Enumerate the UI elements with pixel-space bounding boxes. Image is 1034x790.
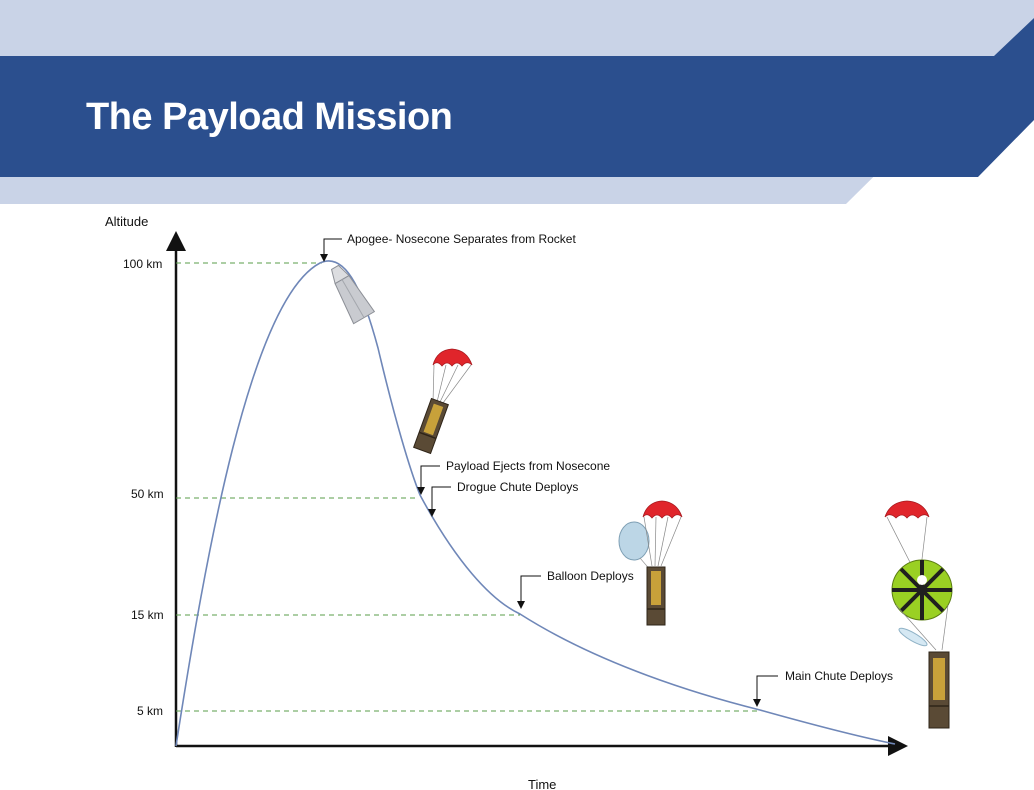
- callout-apogee: Apogee- Nosecone Separates from Rocket: [320, 232, 576, 262]
- drogue-chute-icon-2: [642, 500, 683, 567]
- event-label-main-chute: Main Chute Deploys: [785, 669, 893, 683]
- callout-payload-ejects: Payload Ejects from Nosecone: [417, 459, 610, 495]
- tick-label-50km: 50 km: [131, 487, 164, 501]
- trajectory-curve: [175, 260, 896, 747]
- event-label-payload-ejects: Payload Ejects from Nosecone: [446, 459, 610, 473]
- tick-label-5km: 5 km: [137, 704, 163, 718]
- payload-icon: [413, 397, 449, 455]
- event-label-drogue: Drogue Chute Deploys: [457, 480, 578, 494]
- callout-main-chute: Main Chute Deploys: [753, 669, 893, 707]
- callout-balloon: Balloon Deploys: [517, 569, 634, 609]
- event-label-apogee: Apogee- Nosecone Separates from Rocket: [347, 232, 576, 246]
- main-chute-icon: [891, 559, 953, 651]
- payload-icon-2: [646, 566, 666, 626]
- drogue-chute-icon: [432, 348, 473, 404]
- header-blue-band: [0, 18, 1034, 177]
- event-label-balloon: Balloon Deploys: [547, 569, 634, 583]
- tick-label-100km: 100 km: [123, 257, 162, 271]
- page-title: The Payload Mission: [86, 96, 453, 138]
- balloon-icon: [618, 521, 653, 573]
- tick-label-15km: 15 km: [131, 608, 164, 622]
- nosecone-icon: [330, 264, 376, 325]
- payload-icon-3: [928, 651, 950, 729]
- x-axis-label: Time: [528, 777, 556, 790]
- balloon-deflated-icon: [898, 627, 928, 647]
- callout-drogue: Drogue Chute Deploys: [428, 480, 578, 517]
- y-axis-label: Altitude: [105, 214, 148, 229]
